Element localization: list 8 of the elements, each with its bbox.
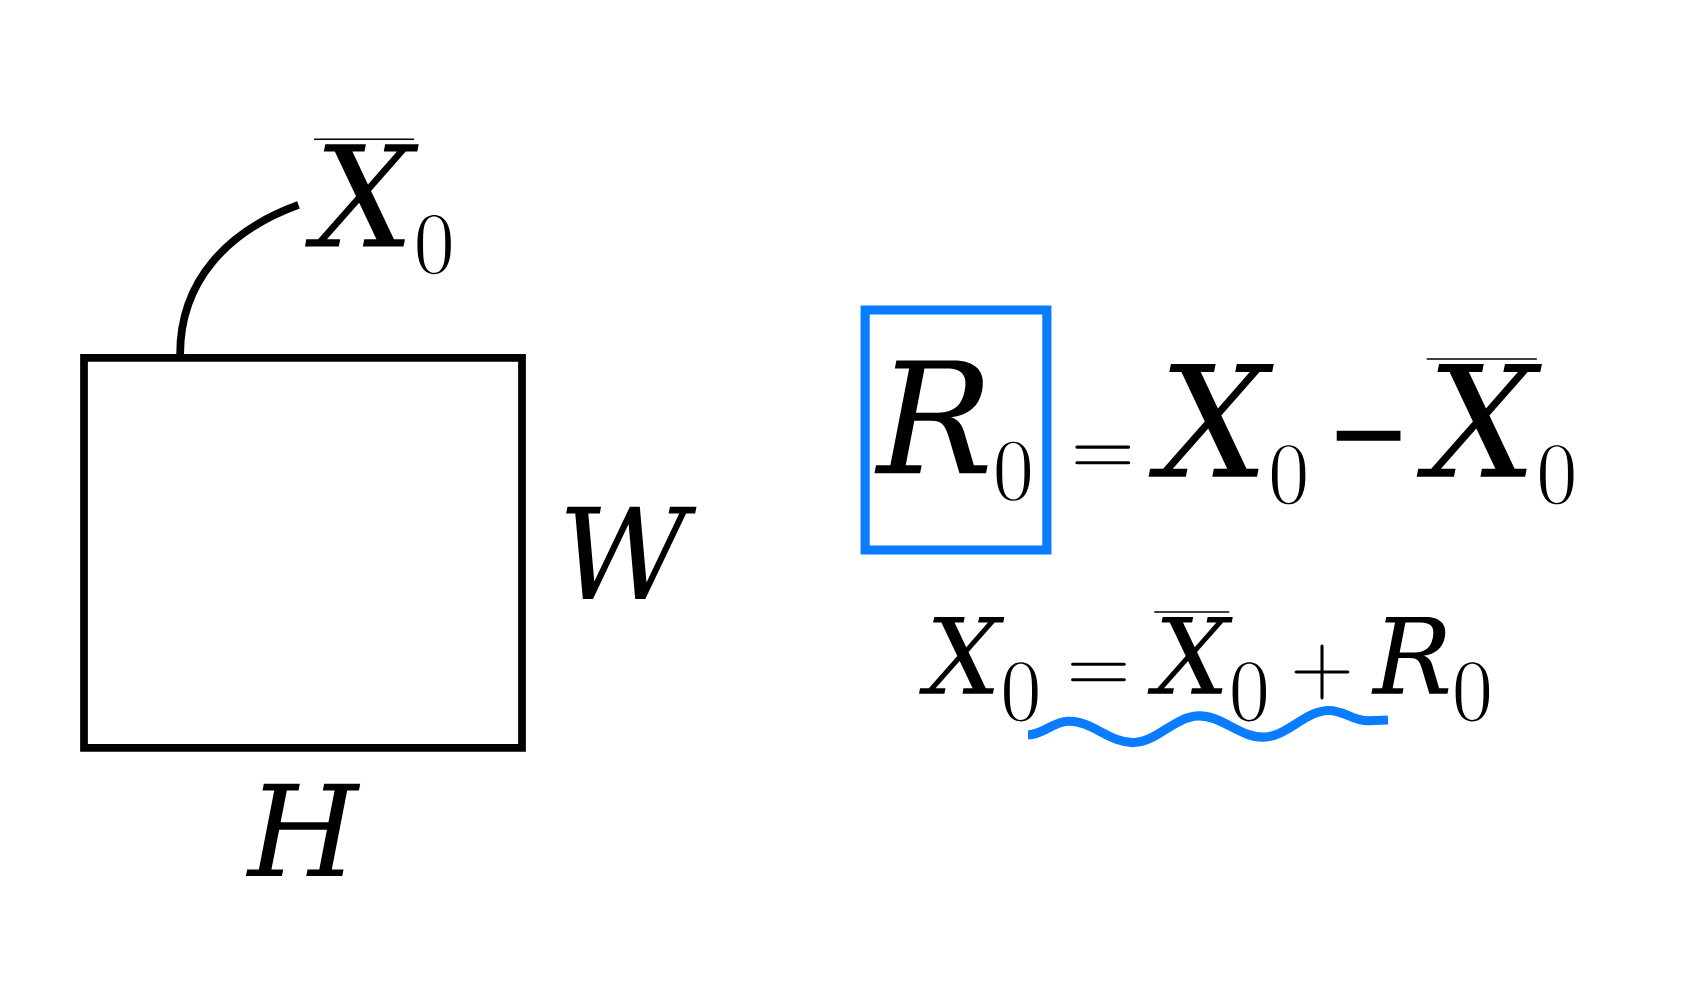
overlined-label: $\overline{X}_0$ (304, 139, 451, 275)
formula: $= X_0 - \overline{X}_0$ (1075, 359, 1574, 505)
boxed-term: $R_0$ (860, 305, 1052, 555)
side-label: H (245, 783, 361, 877)
leader-line (176, 201, 300, 355)
side-label: W (566, 506, 697, 600)
square-shape (80, 354, 526, 752)
formula: $X_0 = \overline{X}_0 + R_0$ (919, 612, 1490, 722)
